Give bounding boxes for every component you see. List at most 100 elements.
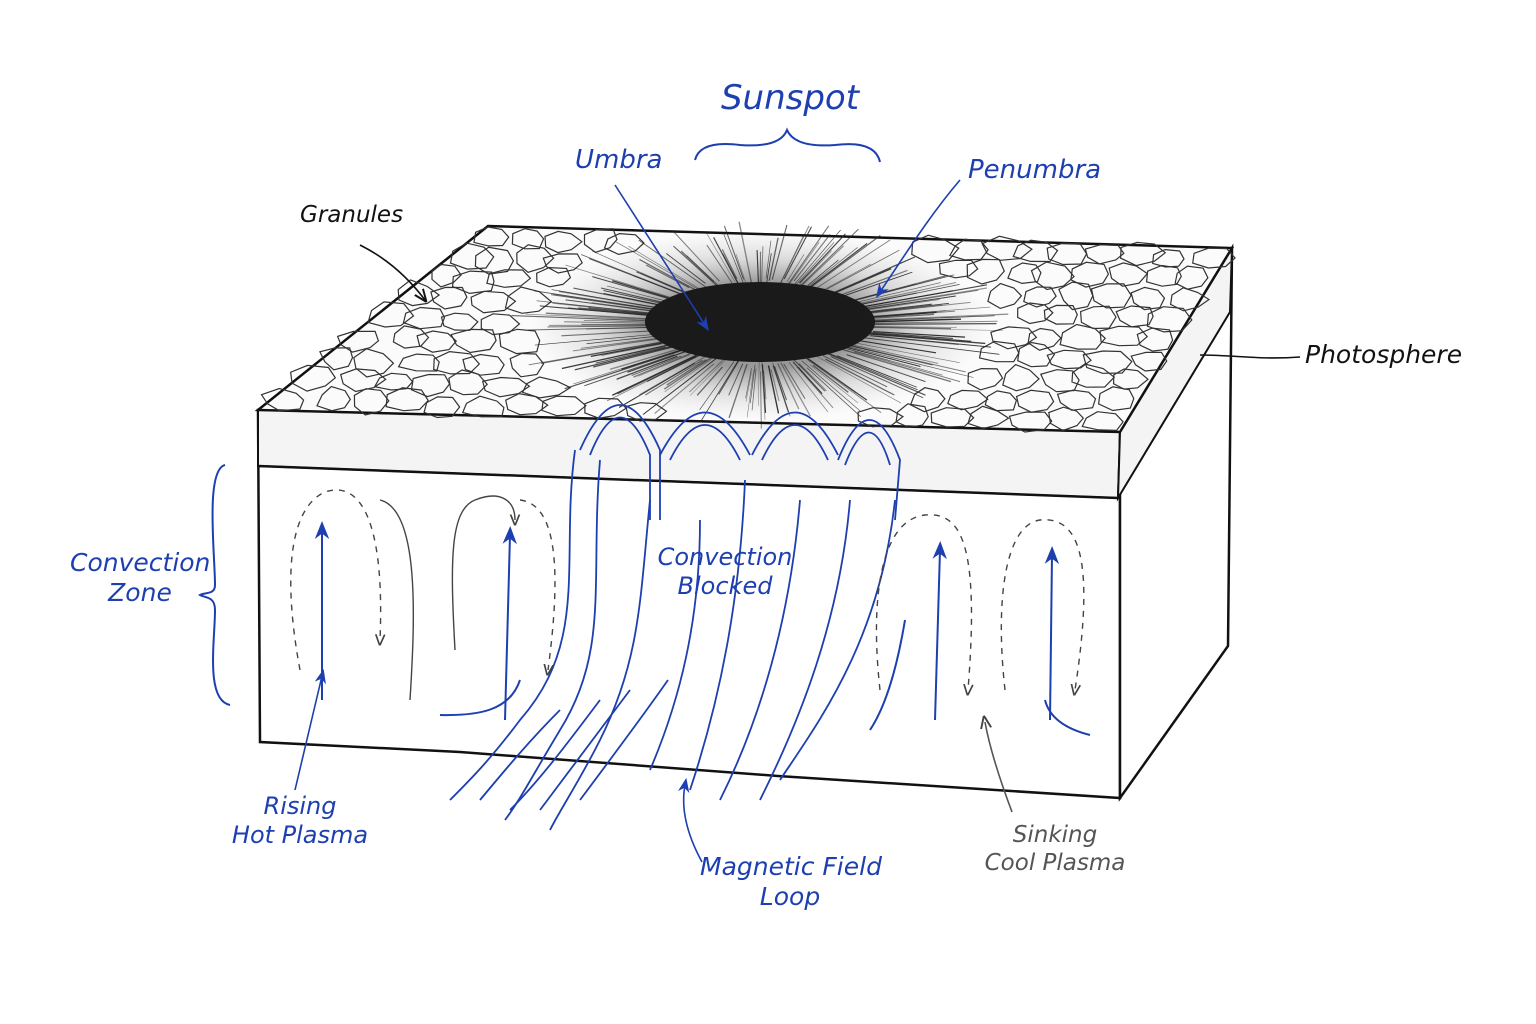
sinking-cool-plasma-line1: Sinking	[1012, 822, 1098, 848]
penumbra-label: Penumbra	[968, 155, 1102, 185]
umbra-region	[645, 282, 875, 362]
granule-cell	[1146, 306, 1193, 333]
granule-cell	[339, 368, 387, 393]
granule-cell	[1115, 305, 1154, 328]
granule-cell	[541, 395, 587, 417]
sinking-cool-plasma-label: Sinking Cool Plasma	[975, 822, 1135, 877]
granule-cell	[521, 376, 572, 399]
magnetic-loop-leader	[678, 777, 703, 863]
granule-cell	[857, 407, 904, 428]
granule-cell	[402, 306, 446, 330]
granule-cell	[1002, 363, 1040, 392]
granules-label: Granules	[300, 202, 404, 228]
granule-cell	[1012, 239, 1059, 263]
umbra-label: Umbra	[575, 145, 663, 175]
granule-cell	[1046, 242, 1088, 266]
granule-cell	[1145, 264, 1182, 287]
granule-cell	[470, 290, 517, 314]
umbra-leader	[614, 184, 709, 332]
granule-cell	[290, 364, 337, 392]
granule-cell	[392, 325, 430, 349]
granule-cell	[397, 353, 440, 372]
granule-cell	[474, 246, 515, 275]
granule-cell	[385, 387, 429, 412]
convection-zone-label: Convection Zone	[70, 548, 210, 608]
granule-cell	[260, 387, 305, 412]
granule-cell	[1174, 265, 1209, 290]
granule-cell	[1084, 244, 1125, 265]
granule-cells	[260, 226, 1236, 433]
granule-cell	[1017, 341, 1056, 368]
granule-cell	[542, 253, 583, 274]
annotation-leaders	[198, 127, 1301, 863]
granule-cell	[449, 242, 495, 270]
granule-cell	[967, 405, 1010, 430]
granule-cell	[1119, 241, 1167, 267]
granule-cell	[319, 347, 354, 371]
granule-cell	[1059, 323, 1107, 350]
granule-cell	[461, 395, 505, 418]
granule-cell	[966, 258, 1006, 285]
granule-cell	[1043, 304, 1078, 325]
granule-cell	[987, 282, 1023, 310]
granule-cell	[947, 389, 989, 411]
block-front	[256, 408, 1122, 800]
rising-hot-plasma-line1: Rising	[263, 792, 337, 820]
granule-cell	[448, 369, 489, 396]
granule-cell	[911, 234, 960, 264]
granule-cell	[1023, 286, 1057, 308]
granule-cell	[373, 372, 414, 391]
granule-cell	[1108, 262, 1149, 287]
granule-cell	[967, 367, 1004, 391]
granule-cell	[431, 263, 462, 288]
granule-cell	[1090, 283, 1132, 309]
granule-cell	[367, 301, 415, 328]
magnetic-field-loop-line1: Magnetic Field	[700, 852, 882, 881]
granule-cell	[1048, 406, 1085, 432]
granule-cell	[930, 407, 975, 428]
granule-cell	[990, 326, 1038, 350]
block-side	[1116, 243, 1234, 802]
convection-zone-line2: Zone	[108, 578, 172, 607]
granule-cell	[984, 390, 1018, 412]
magnetic-field-loop-label: Magnetic Field Loop	[700, 852, 882, 912]
granule-cell	[1192, 247, 1236, 269]
sunspot-bracket	[694, 127, 881, 163]
granule-cell	[981, 235, 1033, 261]
granule-cell	[1130, 351, 1168, 372]
penumbra-leader	[875, 179, 961, 298]
convection-blocked-line1: Convection	[657, 543, 793, 571]
granule-cell	[353, 388, 390, 416]
granule-cell	[1030, 261, 1075, 291]
granule-cell	[1027, 327, 1062, 351]
granule-cell	[462, 353, 505, 376]
magnetic-field-loops	[449, 404, 901, 831]
granule-cell	[1017, 302, 1054, 325]
granule-cell	[1058, 281, 1094, 311]
granule-cell	[511, 228, 545, 250]
granule-cell	[949, 238, 989, 261]
rising-plasma-leader	[294, 668, 326, 791]
granule-cell	[416, 330, 458, 353]
granule-cell	[1056, 389, 1097, 411]
granule-cell	[1081, 411, 1124, 432]
granule-cell	[1112, 368, 1149, 390]
granule-cell	[1097, 386, 1135, 412]
granule-cell	[1082, 350, 1133, 374]
convection-blocked-label: Convection Blocked	[655, 543, 795, 601]
granule-cell	[1130, 286, 1166, 311]
sinking-cool-plasma-line2: Cool Plasma	[984, 849, 1126, 876]
granule-cell	[430, 286, 468, 310]
granule-cell	[336, 330, 380, 353]
granule-cell	[423, 396, 461, 419]
granule-cell	[473, 226, 510, 247]
granule-cell	[505, 392, 549, 416]
granule-cell	[1071, 363, 1116, 388]
granule-cell	[1046, 349, 1092, 370]
photosphere-leader	[1199, 354, 1301, 359]
granule-cell	[978, 340, 1020, 363]
granule-cell	[1079, 305, 1117, 330]
sinking-plasma-leader	[985, 722, 1013, 813]
granule-cell	[544, 230, 583, 254]
